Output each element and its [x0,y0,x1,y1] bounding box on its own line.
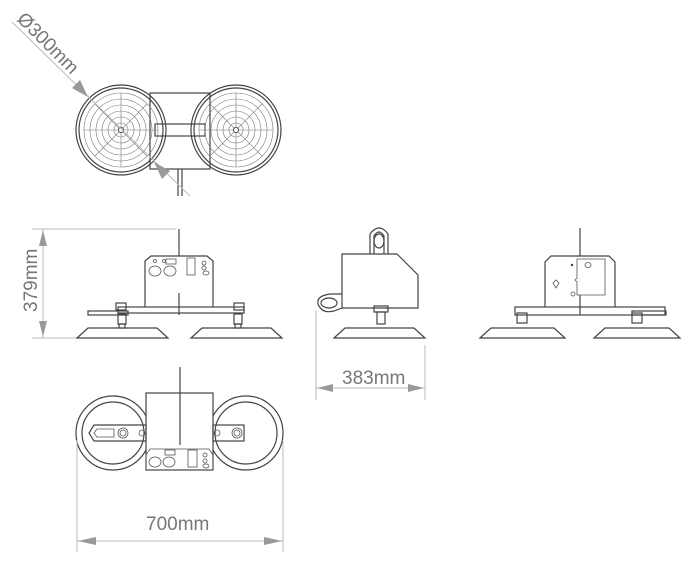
side-view: 383mm [315,227,427,400]
bottom-view: 700mm [75,367,284,552]
rear-view [478,228,682,339]
width-label: 700mm [146,514,209,535]
depth-label: 383mm [342,368,405,389]
diameter-label: Ø300mm [12,9,82,79]
top-view-pad-left [75,84,167,176]
diameter-dimension: Ø300mm [11,9,191,197]
front-view: 379mm [21,228,284,339]
top-view-pad-right [190,84,282,176]
top-view: Ø300mm [11,9,282,197]
height-label: 379mm [21,249,42,312]
